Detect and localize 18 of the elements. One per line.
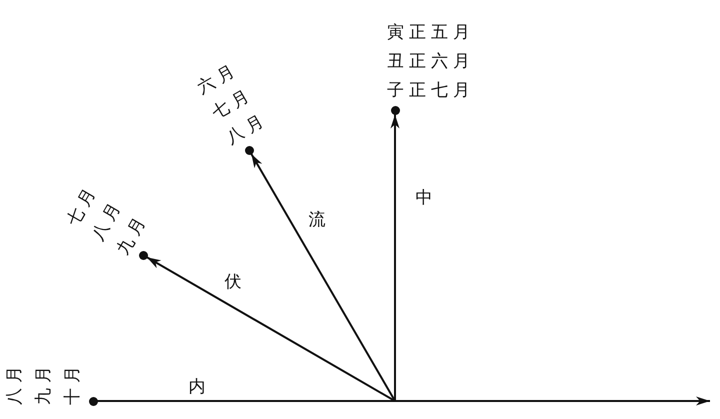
- month-label: 八月: [4, 361, 26, 405]
- arrow: [98, 396, 710, 406]
- arrow: [146, 256, 396, 402]
- month-label: 子正七月: [387, 80, 475, 102]
- edge-label: 伏: [224, 272, 242, 292]
- month-label: 丑正六月: [387, 50, 475, 74]
- month-label: 十月: [62, 361, 84, 405]
- arrow: [390, 114, 400, 401]
- dot-icon: [88, 396, 98, 406]
- edge-label: 流: [308, 210, 326, 230]
- dot-icon: [138, 250, 148, 260]
- dot-icon: [244, 146, 254, 154]
- dot-icon: [390, 106, 400, 114]
- month-label: 九月: [32, 361, 54, 405]
- edge-label: 内: [188, 377, 206, 397]
- arrow: [250, 153, 396, 402]
- month-label: 寅正五月: [387, 22, 475, 44]
- edge-label: 中: [414, 188, 434, 208]
